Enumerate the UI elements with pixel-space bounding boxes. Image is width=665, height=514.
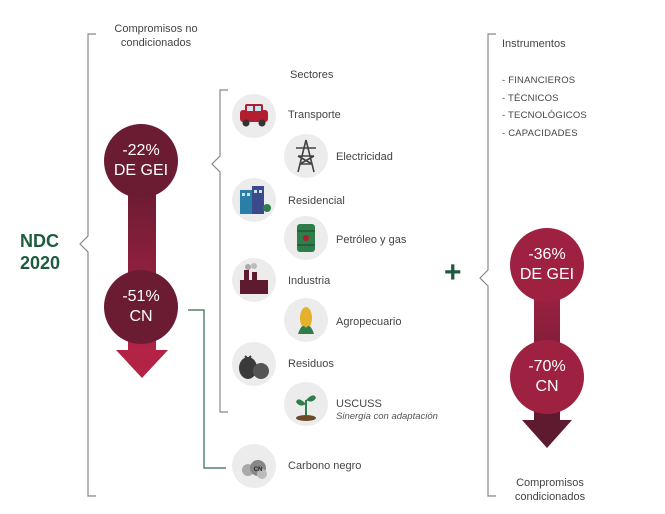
sector-label-electricidad: Electricidad bbox=[336, 151, 393, 163]
ndc-line-2: 2020 bbox=[20, 253, 61, 273]
footer-line-1: Compromisos bbox=[516, 477, 584, 489]
footer-line-2: condicionados bbox=[514, 491, 586, 503]
instrument-item: - CAPACIDADES bbox=[502, 127, 578, 139]
ghg-reduction-value: -22% bbox=[122, 142, 160, 159]
black-carbon-icon: CN bbox=[232, 444, 276, 488]
ndc-line-1: NDC bbox=[20, 231, 59, 251]
cond-ghg-unit: DE GEI bbox=[519, 266, 575, 283]
sector-label-residencial: Residencial bbox=[288, 195, 345, 207]
car-icon bbox=[232, 94, 276, 138]
conditional-bc-circle: -70% CN bbox=[510, 340, 584, 414]
black-carbon-reduction-circle: -51% CN bbox=[104, 270, 178, 344]
instruments-title: Instrumentos bbox=[502, 38, 566, 50]
sprout-icon bbox=[284, 382, 328, 426]
instrument-item: - FINANCIEROS bbox=[502, 75, 576, 86]
ghg-reduction-unit: DE GEI bbox=[113, 162, 169, 179]
cond-ghg-value: -36% bbox=[528, 246, 566, 263]
sector-label-agropecuario: Agropecuario bbox=[336, 316, 402, 328]
garbage-bags-icon bbox=[232, 342, 276, 386]
svg-text:CN: CN bbox=[254, 467, 263, 473]
cond-bc-value: -70% bbox=[528, 358, 566, 375]
header-line-1: Compromisos no bbox=[114, 23, 198, 35]
plus-sign: + bbox=[444, 256, 462, 289]
bc-reduction-value: -51% bbox=[122, 288, 160, 305]
sector-label-petroleo-gas: Petróleo y gas bbox=[336, 234, 407, 246]
ghg-reduction-circle: -22% DE GEI bbox=[104, 124, 178, 198]
conditional-commitments-footer: Compromisos condicionados bbox=[500, 476, 600, 504]
oil-barrel-icon bbox=[284, 216, 328, 260]
factory-icon bbox=[232, 258, 276, 302]
conditional-ghg-circle: -36% DE GEI bbox=[510, 228, 584, 302]
sector-label-industria: Industria bbox=[288, 275, 331, 287]
sectors-title: Sectores bbox=[290, 69, 334, 81]
unconditional-commitments-header: Compromisos no condicionados bbox=[96, 22, 216, 50]
ndc-title: NDC 2020 bbox=[20, 230, 60, 274]
corn-icon bbox=[284, 298, 328, 342]
instrument-item: - TECNOLÓGICOS bbox=[502, 110, 587, 121]
building-icon bbox=[232, 178, 276, 222]
sector-label-residuos: Residuos bbox=[288, 358, 334, 370]
header-line-2: condicionados bbox=[120, 37, 192, 49]
sector-sublabel-uscuss: Sinergia con adaptación bbox=[336, 411, 438, 422]
bc-reduction-unit: CN bbox=[129, 308, 153, 325]
sector-label-uscuss: USCUSS bbox=[336, 398, 382, 410]
cond-bc-unit: CN bbox=[535, 378, 559, 395]
instrument-item: - TÉCNICOS bbox=[502, 92, 559, 104]
power-tower-icon bbox=[284, 134, 328, 178]
sector-label-carbono-negro: Carbono negro bbox=[288, 460, 362, 472]
instruments-list: - FINANCIEROS - TÉCNICOS - TECNOLÓGICOS … bbox=[502, 72, 587, 142]
sector-label-transporte: Transporte bbox=[288, 109, 341, 121]
